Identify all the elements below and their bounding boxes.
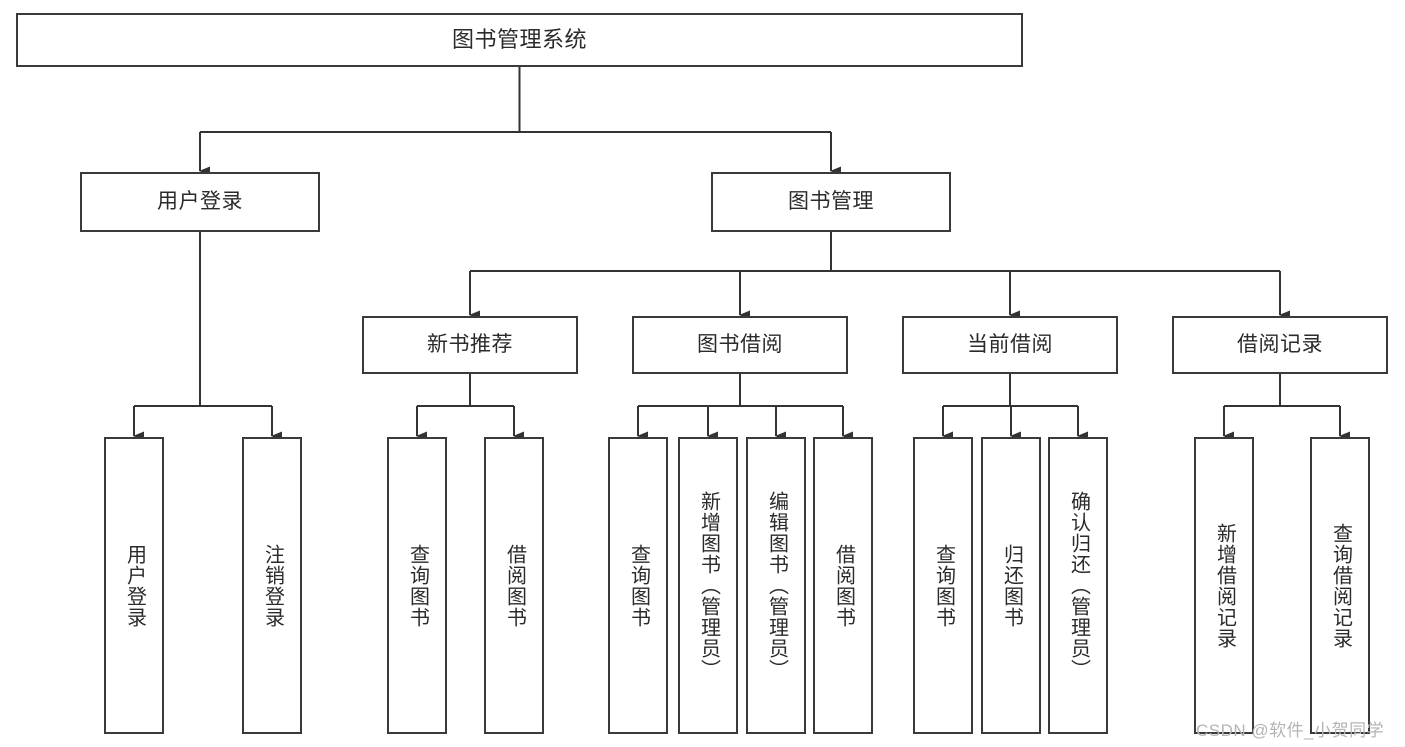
node-new-book-rec[interactable]: 新书推荐	[362, 316, 578, 374]
node-leaf-query-book-current[interactable]: 查询图书	[913, 437, 973, 734]
node-leaf-edit-book[interactable]: 编辑图书（管理员）	[746, 437, 806, 734]
node-label-current-borrow: 当前借阅	[967, 332, 1053, 356]
node-leaf-return-book[interactable]: 归还图书	[981, 437, 1041, 734]
node-label-book-borrow: 图书借阅	[697, 332, 783, 356]
node-label-leaf-add-record: 新增借阅记录	[1213, 522, 1236, 649]
node-label-root: 图书管理系统	[451, 27, 587, 53]
watermark-label: CSDN @软件_小贺同学	[1196, 721, 1385, 740]
node-leaf-query-record[interactable]: 查询借阅记录	[1310, 437, 1370, 734]
node-leaf-borrow-book[interactable]: 借阅图书	[813, 437, 873, 734]
node-label-leaf-confirm-return: 确认归还（管理员）	[1067, 491, 1090, 680]
node-label-leaf-return-book: 归还图书	[1000, 543, 1023, 628]
node-leaf-add-book[interactable]: 新增图书（管理员）	[678, 437, 738, 734]
node-label-leaf-borrow-book: 借阅图书	[832, 543, 855, 628]
node-label-user-login: 用户登录	[157, 189, 243, 213]
node-book-manage[interactable]: 图书管理	[711, 172, 951, 232]
node-leaf-query-book-borrow[interactable]: 查询图书	[608, 437, 668, 734]
node-label-leaf-query-book-rec: 查询图书	[406, 543, 429, 628]
node-label-book-manage: 图书管理	[788, 189, 874, 213]
node-borrow-record[interactable]: 借阅记录	[1172, 316, 1388, 374]
node-leaf-borrow-book-rec[interactable]: 借阅图书	[484, 437, 544, 734]
node-leaf-query-book-rec[interactable]: 查询图书	[387, 437, 447, 734]
node-leaf-add-record[interactable]: 新增借阅记录	[1194, 437, 1254, 734]
node-label-leaf-edit-book: 编辑图书（管理员）	[765, 491, 788, 680]
node-leaf-confirm-return[interactable]: 确认归还（管理员）	[1048, 437, 1108, 734]
node-leaf-user-login[interactable]: 用户登录	[104, 437, 164, 734]
node-current-borrow[interactable]: 当前借阅	[902, 316, 1118, 374]
node-label-leaf-query-record: 查询借阅记录	[1329, 522, 1352, 649]
node-leaf-logout[interactable]: 注销登录	[242, 437, 302, 734]
node-label-leaf-user-login: 用户登录	[123, 543, 146, 628]
node-label-leaf-logout: 注销登录	[261, 543, 284, 628]
node-user-login[interactable]: 用户登录	[80, 172, 320, 232]
node-book-borrow[interactable]: 图书借阅	[632, 316, 848, 374]
node-label-leaf-query-book-borrow: 查询图书	[627, 543, 650, 628]
node-label-leaf-borrow-book-rec: 借阅图书	[503, 543, 526, 628]
node-label-borrow-record: 借阅记录	[1237, 332, 1323, 356]
node-label-new-book-rec: 新书推荐	[427, 332, 513, 356]
connector-lines	[132, 67, 1350, 441]
node-label-leaf-query-book-current: 查询图书	[932, 543, 955, 628]
node-root[interactable]: 图书管理系统	[16, 13, 1023, 67]
node-label-leaf-add-book: 新增图书（管理员）	[697, 491, 720, 680]
